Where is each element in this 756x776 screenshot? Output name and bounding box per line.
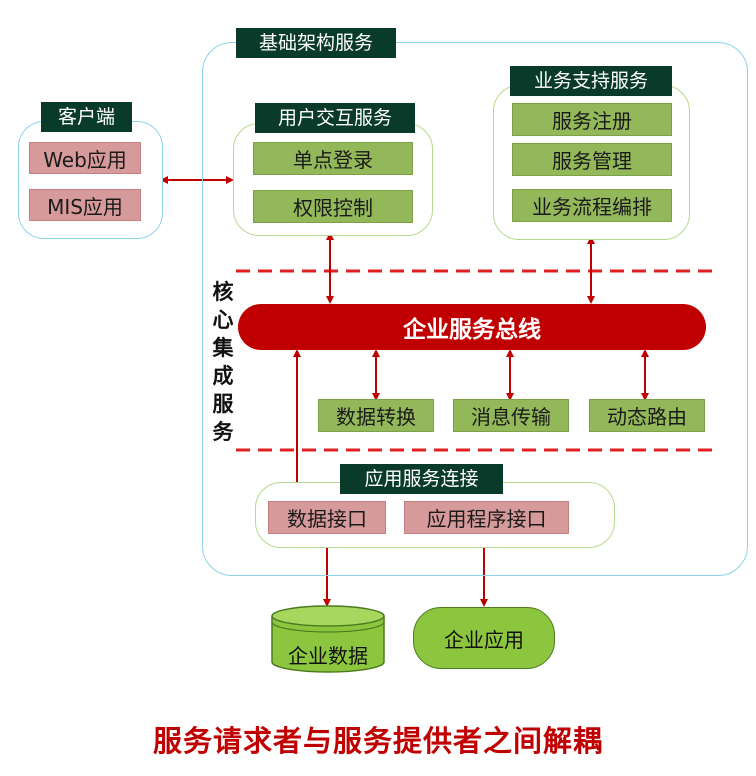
enterprise-service-bus: 企业服务总线 [238,304,706,350]
core-label-char: 心 [212,308,234,332]
app-program-interface-box: 应用程序接口 [404,501,569,534]
data-interface-box: 数据接口 [268,501,386,534]
service-registry-box: 服务注册 [512,103,672,136]
diagram-caption: 服务请求者与服务提供者之间解耦 [152,724,603,758]
enterprise-data-label: 企业数据 [288,644,368,668]
web-app-box: Web应用 [29,142,141,174]
enterprise-application-box: 企业应用 [413,607,555,669]
client-group [18,121,163,239]
core-label-char: 集 [212,336,234,360]
data-transform-box: 数据转换 [318,399,434,432]
core-label-char: 核 [212,280,234,304]
client-title: 客户端 [41,102,132,132]
app-connection-title: 应用服务连接 [340,464,503,494]
database-cylinder-icon [271,605,385,673]
single-sign-on-box: 单点登录 [253,142,413,175]
core-integration-label: 核 心 集 成 服 务 [210,278,236,446]
process-orchestration-box: 业务流程编排 [512,189,672,222]
infrastructure-title: 基础架构服务 [236,28,396,58]
core-label-char: 成 [212,364,234,388]
infrastructure-container [202,42,748,576]
service-management-box: 服务管理 [512,143,672,176]
business-support-title: 业务支持服务 [510,66,672,96]
dynamic-routing-box: 动态路由 [589,399,705,432]
message-transport-box: 消息传输 [453,399,569,432]
user-interaction-title: 用户交互服务 [255,103,415,133]
core-label-char: 服 [212,392,234,416]
core-label-char: 务 [212,420,234,444]
mis-app-box: MIS应用 [29,189,141,221]
access-control-box: 权限控制 [253,190,413,223]
